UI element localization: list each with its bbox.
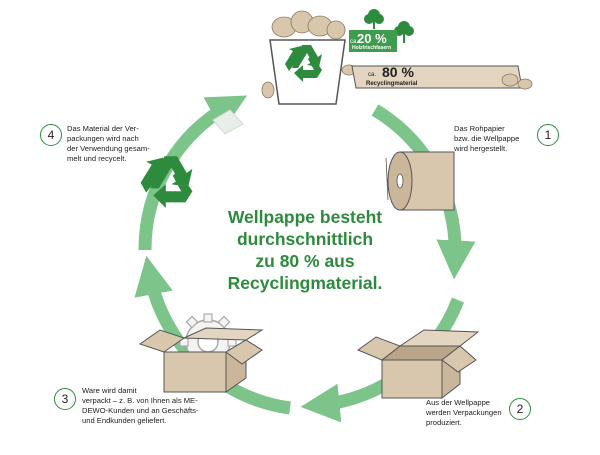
step-text-line: Aus der Wellpappe (426, 398, 491, 407)
wood-percent-value: 20 % (357, 31, 387, 46)
headline-line: zu 80 % aus (255, 251, 355, 271)
recycling-icon (285, 45, 322, 82)
step-4-text: Das Material der Ver- packungen wird nac… (67, 124, 150, 164)
central-headline: Wellpappe besteht durchschnittlich zu 80… (205, 206, 405, 294)
recycling-bin (261, 10, 357, 105)
headline-line: Wellpappe besteht (227, 207, 383, 227)
step-3-text: Ware wird damit verpackt – z. B. von Ihn… (82, 386, 199, 426)
recycling-material-band (351, 65, 533, 90)
recycling-percentage: ca. 80 % Recyclingmaterial (352, 62, 520, 88)
paper-fragment (212, 109, 244, 135)
recycling-icon (140, 156, 193, 208)
step-text-line: produziert. (426, 418, 462, 427)
step-text-line: melt und recycelt. (67, 154, 127, 163)
step-text-line: DEWO-Kunden und an Geschäfts- (82, 406, 199, 415)
recycling-material-label: Recyclingmaterial (366, 81, 418, 87)
step-text-line: der Verwendung gesam- (67, 144, 150, 153)
step-text-line: Das Material der Ver- (67, 124, 139, 133)
step-text-line: und Endkunden geliefert. (82, 416, 167, 425)
step-2-text: Aus der Wellpappe werden Verpackungen pr… (426, 398, 502, 428)
step-text-line: verpackt – z. B. von Ihnen als ME- (82, 396, 198, 405)
wood-fiber-label: Holzfrischfasern (352, 45, 392, 51)
step-text-line: bzw. die Wellpappe (454, 134, 520, 143)
step-text-line: wird hergestellt. (454, 144, 508, 153)
tree-icon (364, 9, 414, 43)
recycling-ca-label: ca. (368, 72, 377, 78)
step-1-number: 1 (537, 124, 559, 146)
headline-line: Recyclingmaterial. (227, 273, 383, 293)
step-1-text: Das Rohpapier bzw. die Wellpappe wird he… (454, 124, 519, 154)
step-4-number: 4 (40, 124, 62, 146)
step-text-line: werden Verpackungen (426, 408, 502, 417)
step-3-number: 3 (54, 388, 76, 410)
wood-fiber-percentage: ca. 20 % Holzfrischfasern (349, 30, 397, 52)
step-text-line: packungen wird nach (67, 134, 139, 143)
recycling-percent-value: 80 % (382, 64, 414, 80)
step-2-number: 2 (509, 398, 531, 420)
step-text-line: Ware wird damit (82, 386, 137, 395)
cardboard-box-with-goods (138, 313, 264, 393)
headline-line: durchschnittlich (236, 229, 374, 249)
paper-roll-icon (385, 151, 455, 211)
cardboard-box-icon (356, 329, 480, 400)
step-text-line: Das Rohpapier (454, 124, 505, 133)
wood-ca-label: ca. (350, 39, 359, 45)
